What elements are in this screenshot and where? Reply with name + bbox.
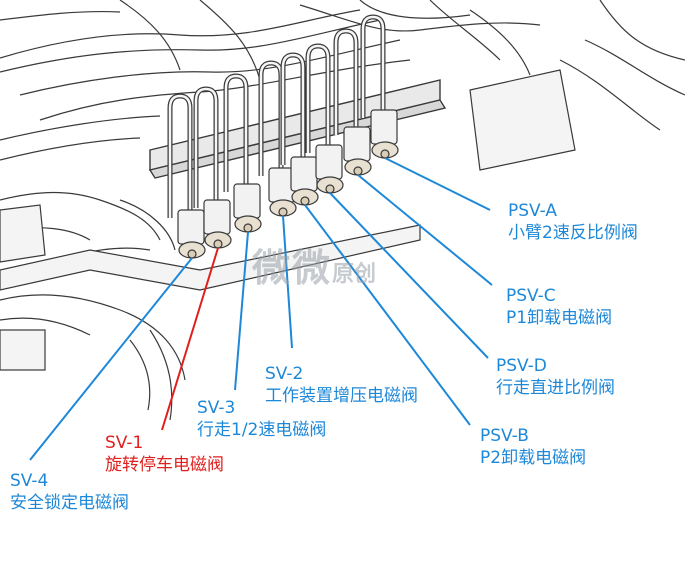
leader-lines [29, 157, 493, 461]
label-psv-d-name: 行走直进比例阀 [496, 378, 615, 398]
label-sv-2: SV-2 工作装置增压电磁阀 [265, 363, 418, 407]
watermark-main: 微微 [252, 246, 333, 290]
valve-tube-highlight [281, 53, 305, 165]
watermark: 微微原创 [252, 237, 376, 292]
valve-tube-highlight [168, 94, 192, 218]
valve-units [167, 14, 399, 259]
valve-body [233, 183, 261, 219]
label-sv-3-name: 行走1/2速电磁阀 [197, 420, 327, 440]
valve-body [177, 209, 205, 245]
valve-tube-highlight [361, 15, 385, 118]
label-sv-3: SV-3 行走1/2速电磁阀 [197, 397, 326, 441]
leader-sv-1 [161, 247, 219, 431]
label-sv-3-code: SV-3 [197, 398, 236, 418]
leader-sv-2 [282, 215, 293, 349]
valve-tube-highlight [194, 87, 218, 208]
valve-tip [300, 196, 310, 206]
label-psv-a-name: 小臂2速反比例阀 [508, 223, 638, 243]
valve-tube [280, 52, 306, 165]
label-psv-d: PSV-D 行走直进比例阀 [496, 355, 615, 399]
label-sv-1-name: 旋转停车电磁阀 [105, 455, 224, 475]
valve-tip [278, 207, 288, 217]
valve-body [315, 144, 343, 180]
label-psv-c: PSV-C P1卸载电磁阀 [506, 285, 612, 329]
leader-psv-b [304, 204, 471, 426]
label-psv-b-name: P2卸载电磁阀 [480, 448, 587, 468]
label-psv-b-code: PSV-B [480, 426, 529, 446]
valve-body [343, 126, 371, 162]
label-psv-b: PSV-B P2卸载电磁阀 [480, 425, 586, 469]
label-sv-2-name: 工作装置增压电磁阀 [265, 386, 418, 406]
label-sv-4-code: SV-4 [10, 471, 49, 491]
valve-tip [213, 239, 223, 249]
valve-body [203, 199, 231, 235]
leader-sv-3 [234, 231, 249, 391]
leader-psv-d [329, 192, 489, 359]
label-sv-4: SV-4 安全锁定电磁阀 [10, 470, 129, 514]
label-psv-c-code: PSV-C [506, 286, 556, 306]
label-sv-1: SV-1 旋转停车电磁阀 [105, 432, 224, 476]
valve-tube-highlight [306, 44, 330, 153]
leader-psv-a [384, 157, 491, 211]
valve-tip [243, 223, 253, 233]
watermark-sub: 原创 [332, 262, 377, 287]
valve-tip [380, 149, 390, 159]
valve-tip [187, 249, 197, 259]
valve-body [370, 109, 398, 145]
label-psv-d-code: PSV-D [496, 356, 547, 376]
label-psv-a-code: PSV-A [508, 201, 558, 221]
valve-tube-highlight [334, 29, 358, 135]
valve-tip [325, 184, 335, 194]
label-sv-1-code: SV-1 [105, 433, 144, 453]
label-sv-4-name: 安全锁定电磁阀 [10, 493, 129, 513]
valve-tip [353, 166, 363, 176]
leader-sv-4 [29, 257, 193, 461]
hoses [0, 0, 685, 421]
valve-tube-highlight [224, 74, 248, 192]
label-psv-a: PSV-A 小臂2速反比例阀 [508, 200, 638, 244]
leader-psv-c [357, 174, 493, 286]
frame [0, 69, 576, 371]
label-sv-2-code: SV-2 [265, 364, 304, 384]
valve-body [290, 156, 318, 192]
label-psv-c-name: P1卸载电磁阀 [506, 308, 613, 328]
